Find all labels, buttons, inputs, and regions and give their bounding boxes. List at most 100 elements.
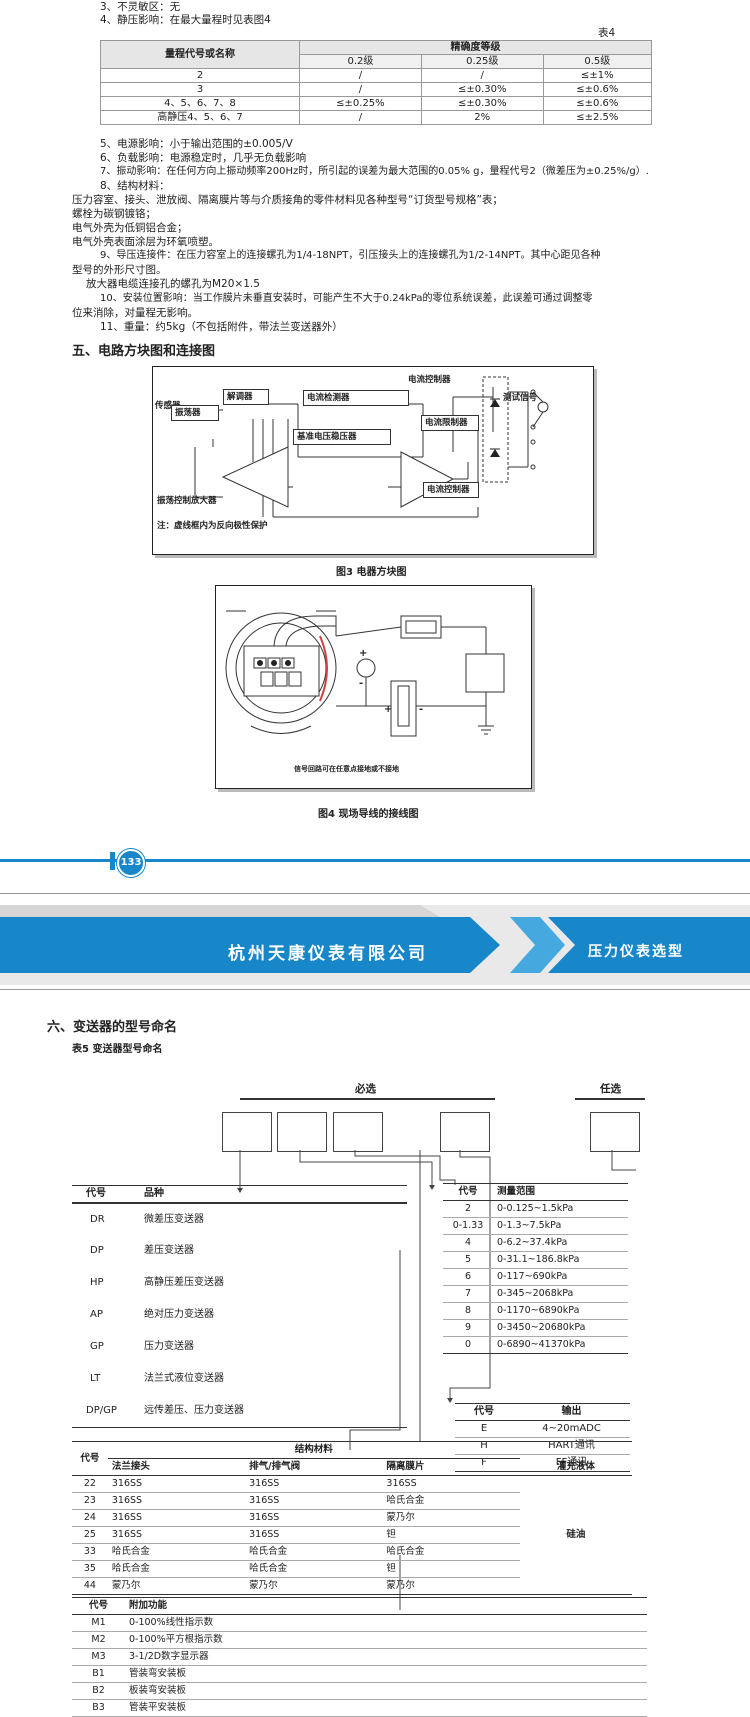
addon-func: 0-100%线性指示数 xyxy=(129,1617,214,1628)
table4-cell: ≤±0.30% xyxy=(420,82,544,97)
range-value: 0-1170~6890kPa xyxy=(497,1305,580,1316)
table-row: HP 高静压差压变送器 xyxy=(72,1267,407,1299)
fig4-wiring-diagram: + - + - 信号回路可在任意点接地或不接地 xyxy=(215,585,532,789)
table5-title: 表5 变送器型号命名 xyxy=(72,1044,163,1055)
spec-line-7: 7、振动影响：在任何方向上振动频率200Hz时，所引起的误差为最大范围的0.05… xyxy=(100,166,649,177)
spec-line-8c: 电气外壳为低铜铝合金； xyxy=(72,222,188,234)
banner-company-name: 杭州天康仪表有限公司 xyxy=(228,944,428,964)
fig3-current-control-label: 电流控制器 xyxy=(408,375,451,385)
output-value: FF通讯 xyxy=(555,1457,588,1468)
material-flange: 316SS xyxy=(111,1478,143,1489)
table-row: 6 0-117~690kPa xyxy=(443,1269,628,1286)
addon-head-code: 代号 xyxy=(88,1600,108,1611)
product-name: 高静压差压变送器 xyxy=(144,1277,224,1288)
output-head-output: 输出 xyxy=(561,1406,582,1417)
table4-cell: / xyxy=(299,68,422,83)
table-row: 7 0-345~2068kPa xyxy=(443,1286,628,1303)
banner-bottom-rule xyxy=(0,989,750,990)
range-code: 0 xyxy=(464,1339,472,1350)
range-code: 7 xyxy=(464,1288,472,1299)
table4-cell: 2 xyxy=(100,68,300,83)
table4-title: 表4 xyxy=(598,27,616,39)
table-row: 2 / / ≤±1% xyxy=(100,68,653,83)
optional-rule xyxy=(575,1098,645,1100)
table-row: 4 0-6.2~37.4kPa xyxy=(443,1235,628,1252)
material-table: 代号 结构材料 法兰接头 排气/排气阀 隔离膜片 灌充液体 22 316SS 3… xyxy=(72,1441,632,1595)
product-code: HP xyxy=(90,1277,104,1288)
addon-func: 板装弯安装板 xyxy=(129,1685,187,1696)
banner-top-rule xyxy=(0,893,750,894)
table4-grade: 0.2级 xyxy=(299,54,422,69)
material-flange: 哈氏合金 xyxy=(111,1546,150,1557)
material-head-flange: 法兰接头 xyxy=(111,1461,150,1472)
table4-cell: ≤±0.25% xyxy=(299,96,422,111)
material-code: 25 xyxy=(83,1529,96,1540)
table-row: B2 板装弯安装板 xyxy=(72,1683,647,1700)
product-name: 绝对压力变送器 xyxy=(144,1309,214,1320)
addon-head-func: 附加功能 xyxy=(129,1600,168,1611)
optional-label: 任选 xyxy=(600,1083,621,1095)
range-value: 0-345~2068kPa xyxy=(497,1288,574,1299)
addon-code: M2 xyxy=(91,1634,106,1645)
output-code: E xyxy=(480,1423,488,1434)
fig3-test-signal-label: 测试信号 xyxy=(503,393,538,403)
product-name: 差压变送器 xyxy=(144,1245,194,1256)
spec-line-5: 5、电源影响：小于输出范围的±0.005/V xyxy=(100,138,293,150)
range-value: 0-6.2~37.4kPa xyxy=(497,1237,568,1248)
fig4-minus-sign: - xyxy=(359,678,364,689)
output-head-code: 代号 xyxy=(474,1406,494,1417)
product-head-name: 品种 xyxy=(144,1188,164,1199)
range-head-code: 代号 xyxy=(458,1186,478,1197)
table-row: E 4~20mADC xyxy=(455,1421,630,1438)
range-code: 9 xyxy=(464,1322,472,1333)
model-slot-4 xyxy=(440,1112,490,1152)
material-flange: 哈氏合金 xyxy=(111,1563,150,1574)
material-flange: 316SS xyxy=(111,1495,143,1506)
addon-code: B2 xyxy=(92,1685,105,1696)
fig3-sensor-label: 传感器 xyxy=(155,401,181,411)
range-code: 6 xyxy=(464,1271,472,1282)
model-connector-lines xyxy=(237,1150,636,1610)
model-slot-3 xyxy=(333,1112,383,1152)
spec-line-3: 3、不灵敏区：无 xyxy=(100,1,181,13)
table-row: DP 差压变送器 xyxy=(72,1235,407,1267)
fig3-demod-block: 解调器 xyxy=(223,389,269,405)
model-slot-1 xyxy=(222,1112,272,1152)
material-vent: 哈氏合金 xyxy=(249,1563,288,1574)
material-code: 35 xyxy=(83,1563,96,1574)
table4-cell: / xyxy=(299,110,422,125)
material-vent: 316SS xyxy=(249,1512,280,1523)
material-code: 23 xyxy=(83,1495,96,1506)
spec-line-4: 4、静压影响：在最大量程时见表图4 xyxy=(100,14,271,26)
material-code: 24 xyxy=(83,1512,96,1523)
table-row: 44 蒙乃尔 蒙乃尔 蒙乃尔 xyxy=(72,1578,632,1595)
range-value: 0-117~690kPa xyxy=(497,1271,568,1282)
spec-line-8a: 压力容室、接头、泄放阀、隔离膜片等与介质接角的零件材料见各种型号“订货型号规格”… xyxy=(72,194,503,206)
output-value: 4~20mADC xyxy=(542,1423,601,1434)
table-row: GP 压力变送器 xyxy=(72,1331,407,1363)
addon-func: 0-100%平方根指示数 xyxy=(129,1634,223,1645)
output-value: HART通讯 xyxy=(548,1440,595,1451)
fig3-current-control-block: 电流控制器 xyxy=(423,482,479,498)
table4-grade: 0.5级 xyxy=(542,54,653,69)
product-code: LT xyxy=(90,1373,101,1384)
fig3-current-detect-block: 电流检测器 xyxy=(303,390,409,406)
product-code: DP xyxy=(90,1245,104,1256)
spec-line-10b: 位来消除，对量程无影响。 xyxy=(72,307,198,319)
fig3-block-diagram: 传感器 解调器 振荡器 电流检测器 电流控制器 电流限制器 基准电压稳压器 电流… xyxy=(152,366,594,555)
model-slot-optional xyxy=(590,1112,640,1152)
table4-cell: 2% xyxy=(420,110,544,125)
spec-line-8: 8、结构材料： xyxy=(100,180,170,192)
material-diaphragm: 蒙乃尔 xyxy=(386,1580,415,1591)
material-head-code: 代号 xyxy=(80,1452,100,1464)
fig4-drawing xyxy=(225,610,505,737)
fig3-osc-block: 振荡器 xyxy=(171,405,219,421)
material-vent: 哈氏合金 xyxy=(249,1546,288,1557)
fig4-meter-minus: - xyxy=(419,704,424,715)
range-code: 4 xyxy=(464,1237,472,1248)
